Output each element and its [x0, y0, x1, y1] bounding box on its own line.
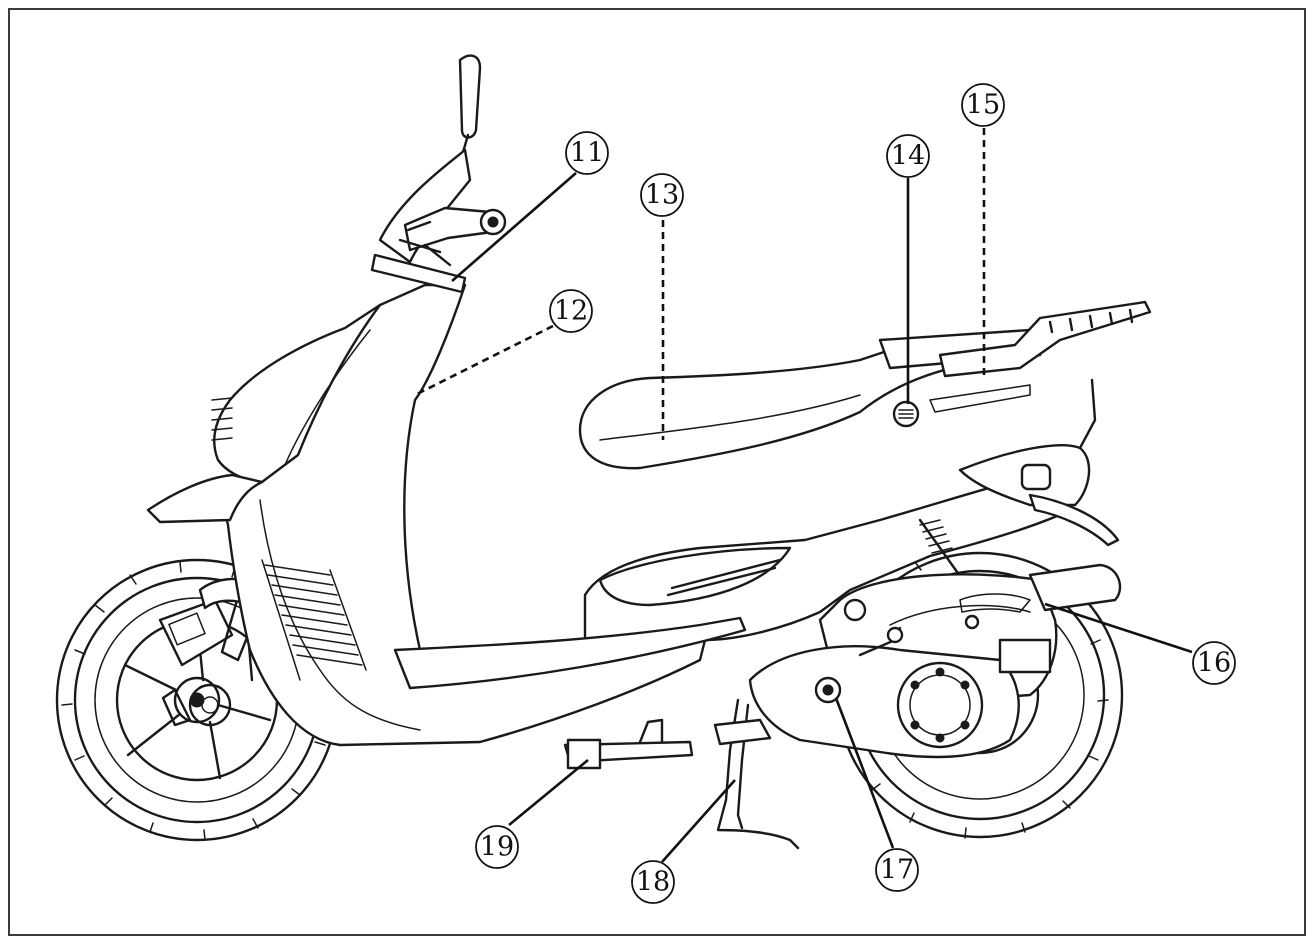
leader-12	[414, 324, 554, 397]
svg-text:19: 19	[480, 832, 514, 863]
engine-cover	[748, 573, 1058, 759]
svg-text:13: 13	[645, 180, 679, 211]
callout-11: 11	[565, 131, 609, 175]
svg-text:12: 12	[554, 296, 588, 327]
svg-text:18: 18	[636, 867, 670, 898]
leader-16	[1044, 602, 1193, 654]
svg-text:16: 16	[1197, 648, 1231, 679]
svg-text:11: 11	[570, 138, 604, 169]
rear-carrier	[938, 300, 1152, 378]
leader-18	[661, 779, 736, 863]
leader-17	[834, 697, 895, 849]
svg-text:15: 15	[966, 90, 1000, 121]
leader-11	[451, 172, 577, 282]
callout-18: 18	[631, 860, 675, 904]
svg-text:14: 14	[891, 141, 925, 172]
callout-15: 15	[961, 83, 1005, 127]
leader-lines	[414, 128, 1193, 863]
callout-14: 14	[886, 134, 930, 178]
exhaust-muffler	[998, 563, 1122, 674]
rear-suspension	[918, 518, 962, 578]
callout-13: 13	[640, 173, 684, 217]
scooter-body	[146, 283, 1120, 747]
callout-16: 16	[1192, 641, 1236, 685]
callout-12: 12	[549, 289, 593, 333]
callout-19: 19	[475, 825, 519, 869]
leader-19	[508, 758, 589, 827]
callout-17: 17	[875, 848, 919, 892]
side-stand	[563, 718, 694, 770]
svg-text:17: 17	[880, 855, 914, 886]
handlebar-assembly	[370, 54, 507, 294]
callouts: 11 12 13 14 15 16 17 18 19	[475, 83, 1236, 904]
center-stand	[713, 698, 800, 850]
